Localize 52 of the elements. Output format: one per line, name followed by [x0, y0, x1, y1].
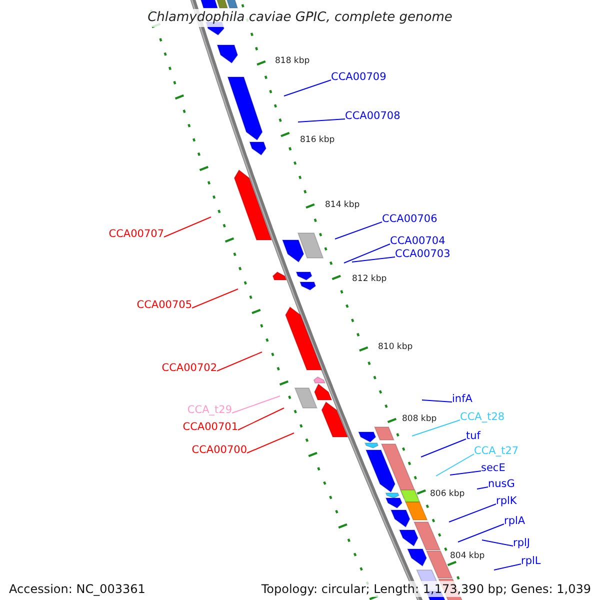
leader-line	[192, 288, 238, 308]
gene-label: CCA00705	[136, 298, 192, 312]
gene-label: rplA	[504, 514, 526, 528]
leader-line	[298, 118, 346, 122]
gene-label: CCA00709	[331, 70, 386, 84]
scale-label: 812 kbp	[352, 274, 387, 284]
gene-label: rplK	[496, 494, 517, 508]
leader-line	[458, 524, 504, 542]
leader-line	[284, 80, 332, 96]
gene-label: nusG	[488, 478, 515, 490]
leader-line	[232, 396, 280, 414]
gene-label: CCA00704	[390, 234, 446, 248]
gene-label: CCA00707	[108, 228, 164, 240]
gene-label: CCA00706	[382, 212, 438, 226]
accession-text: Accession: NC_003361	[9, 581, 146, 597]
leader-line	[216, 352, 262, 372]
gene-label: CCA00703	[395, 248, 450, 260]
gene-label: CCA00700	[192, 444, 247, 456]
gene-label: CCA_t28	[460, 410, 505, 424]
leader-line	[412, 420, 460, 436]
scale-label: 804 kbp	[450, 551, 485, 561]
leader-line	[476, 486, 488, 490]
scale-label: 806 kbp	[430, 489, 465, 499]
leader-line	[482, 540, 514, 546]
gene-label: rplJ	[513, 536, 530, 550]
leader-line	[238, 408, 284, 430]
leader-line	[436, 454, 474, 476]
gene-label: secE	[481, 462, 506, 474]
leader-line	[334, 222, 382, 240]
leader-line	[246, 432, 294, 454]
leader-line	[448, 504, 496, 522]
scale-label: 816 kbp	[300, 135, 335, 145]
gene-label: tuf	[466, 430, 480, 442]
leader-line	[164, 216, 212, 238]
gene-label: CCA_t29	[187, 404, 232, 416]
leader-line	[344, 244, 390, 264]
gene-label: infA	[452, 392, 472, 406]
gene-label: CCA_t27	[474, 444, 519, 458]
gene-label: CCA00708	[345, 110, 400, 122]
genome-info-text: Topology: circular; Length: 1,173,390 bp; Genes: 1,039	[261, 581, 591, 597]
leader-line	[422, 400, 452, 402]
gene-label: CCA00702	[162, 362, 217, 374]
leader-line	[494, 564, 522, 570]
scale-label: 808 kbp	[402, 414, 437, 424]
gene-label: CCA00701	[182, 420, 238, 434]
scale-label: 814 kbp	[325, 200, 360, 210]
leader-line	[420, 438, 466, 458]
scale-label: 818 kbp	[275, 56, 310, 66]
leader-line	[450, 470, 482, 476]
scale-label: 810 kbp	[378, 342, 413, 352]
leader-line	[352, 256, 396, 262]
gene-label: rplL	[521, 554, 541, 568]
